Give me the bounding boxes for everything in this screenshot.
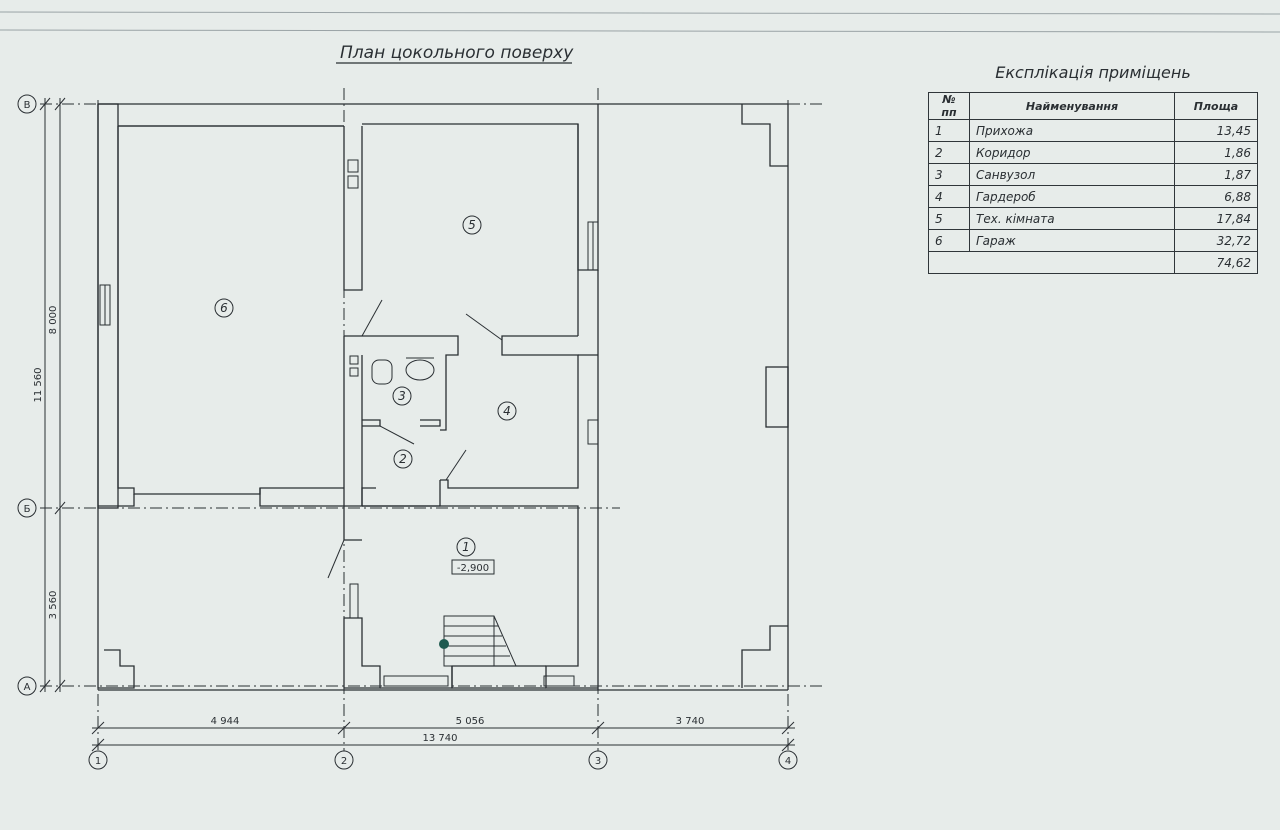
room-number: 3 (928, 163, 970, 186)
svg-text:-2,900: -2,900 (457, 563, 489, 574)
walls (97, 103, 789, 691)
dim-vertical-total: 11 560 (33, 368, 44, 403)
svg-text:3: 3 (595, 756, 601, 767)
level-mark: -2,900 (451, 559, 495, 575)
sheet-border-line (0, 11, 1280, 15)
dim-span-1-2: 4 944 (211, 716, 240, 727)
room-area: 1,86 (1174, 141, 1258, 164)
room-name: Коридор (969, 141, 1175, 164)
table-row: 6 Гараж 32,72 (928, 229, 1258, 252)
room-area: 32,72 (1174, 229, 1258, 252)
room-number: 1 (928, 119, 970, 142)
total-row: 74,62 (928, 251, 1258, 274)
svg-text:2: 2 (399, 452, 407, 466)
explication-header-row: № пп Найменування Площа (928, 92, 1258, 120)
room-label-1: 1 (456, 537, 476, 557)
room-number: 2 (928, 141, 970, 164)
room-number: 4 (928, 185, 970, 208)
explication-panel: Експлікація приміщень № пп Найменування … (928, 63, 1258, 274)
stair-marker-dot (439, 639, 449, 649)
explication-table: № пп Найменування Площа 1 Прихожа 13,45 … (928, 92, 1258, 274)
room-area: 13,45 (1174, 119, 1258, 142)
axis-marker-v: В (17, 94, 37, 114)
svg-text:6: 6 (220, 301, 228, 315)
room-number: 6 (928, 229, 970, 252)
room-label-5: 5 (462, 215, 482, 235)
room-area: 17,84 (1174, 207, 1258, 230)
header-number: № пп (928, 92, 970, 120)
svg-text:Б: Б (24, 504, 31, 515)
axis-marker-4: 4 (778, 750, 798, 770)
axis-marker-2: 2 (334, 750, 354, 770)
sheet-border-line (0, 29, 1280, 33)
svg-text:1: 1 (462, 540, 470, 554)
dim-total: 13 740 (423, 733, 458, 744)
room-name: Гараж (969, 229, 1175, 252)
dim-vertical-upper: 8 000 (48, 306, 59, 335)
dim-span-2-3: 5 056 (456, 716, 485, 727)
axis-marker-1: 1 (88, 750, 108, 770)
table-row: 3 Санвузол 1,87 (928, 163, 1258, 186)
room-area: 1,87 (1174, 163, 1258, 186)
room-label-4: 4 (497, 401, 517, 421)
room-number: 5 (928, 207, 970, 230)
svg-text:В: В (24, 100, 31, 111)
windows (99, 159, 599, 687)
room-label-6: 6 (214, 298, 234, 318)
svg-text:4: 4 (503, 404, 511, 418)
room-name: Санвузол (969, 163, 1175, 186)
table-row: 1 Прихожа 13,45 (928, 119, 1258, 142)
axis-marker-a: А (17, 676, 37, 696)
plan-title: План цокольного поверху (340, 43, 574, 63)
room-name: Прихожа (969, 119, 1175, 142)
room-name: Тех. кімната (969, 207, 1175, 230)
axis-lines (40, 88, 825, 755)
room-area: 6,88 (1174, 185, 1258, 208)
svg-text:4: 4 (785, 756, 791, 767)
axis-marker-b: Б (17, 498, 37, 518)
header-area: Площа (1174, 92, 1258, 120)
explication-title: Експлікація приміщень (995, 63, 1191, 82)
header-name: Найменування (969, 92, 1175, 120)
staircase (443, 615, 517, 667)
svg-text:3: 3 (398, 389, 406, 403)
table-row: 4 Гардероб 6,88 (928, 185, 1258, 208)
table-row: 5 Тех. кімната 17,84 (928, 207, 1258, 230)
sanitary-fixtures (371, 357, 435, 385)
door-swings (327, 299, 503, 579)
room-label-3: 3 (392, 386, 412, 406)
svg-text:А: А (24, 682, 31, 693)
total-area: 74,62 (1174, 251, 1258, 274)
room-label-2: 2 (393, 449, 413, 469)
total-label-cell (928, 251, 1175, 274)
svg-text:2: 2 (341, 756, 347, 767)
vertical-dimensions (39, 97, 66, 693)
dim-vertical-lower: 3 560 (48, 591, 59, 620)
dim-span-3-4: 3 740 (676, 716, 705, 727)
svg-text:1: 1 (95, 756, 101, 767)
table-row: 2 Коридор 1,86 (928, 141, 1258, 164)
svg-text:5: 5 (468, 218, 476, 232)
axis-marker-3: 3 (588, 750, 608, 770)
horizontal-dimensions (91, 721, 795, 752)
room-name: Гардероб (969, 185, 1175, 208)
